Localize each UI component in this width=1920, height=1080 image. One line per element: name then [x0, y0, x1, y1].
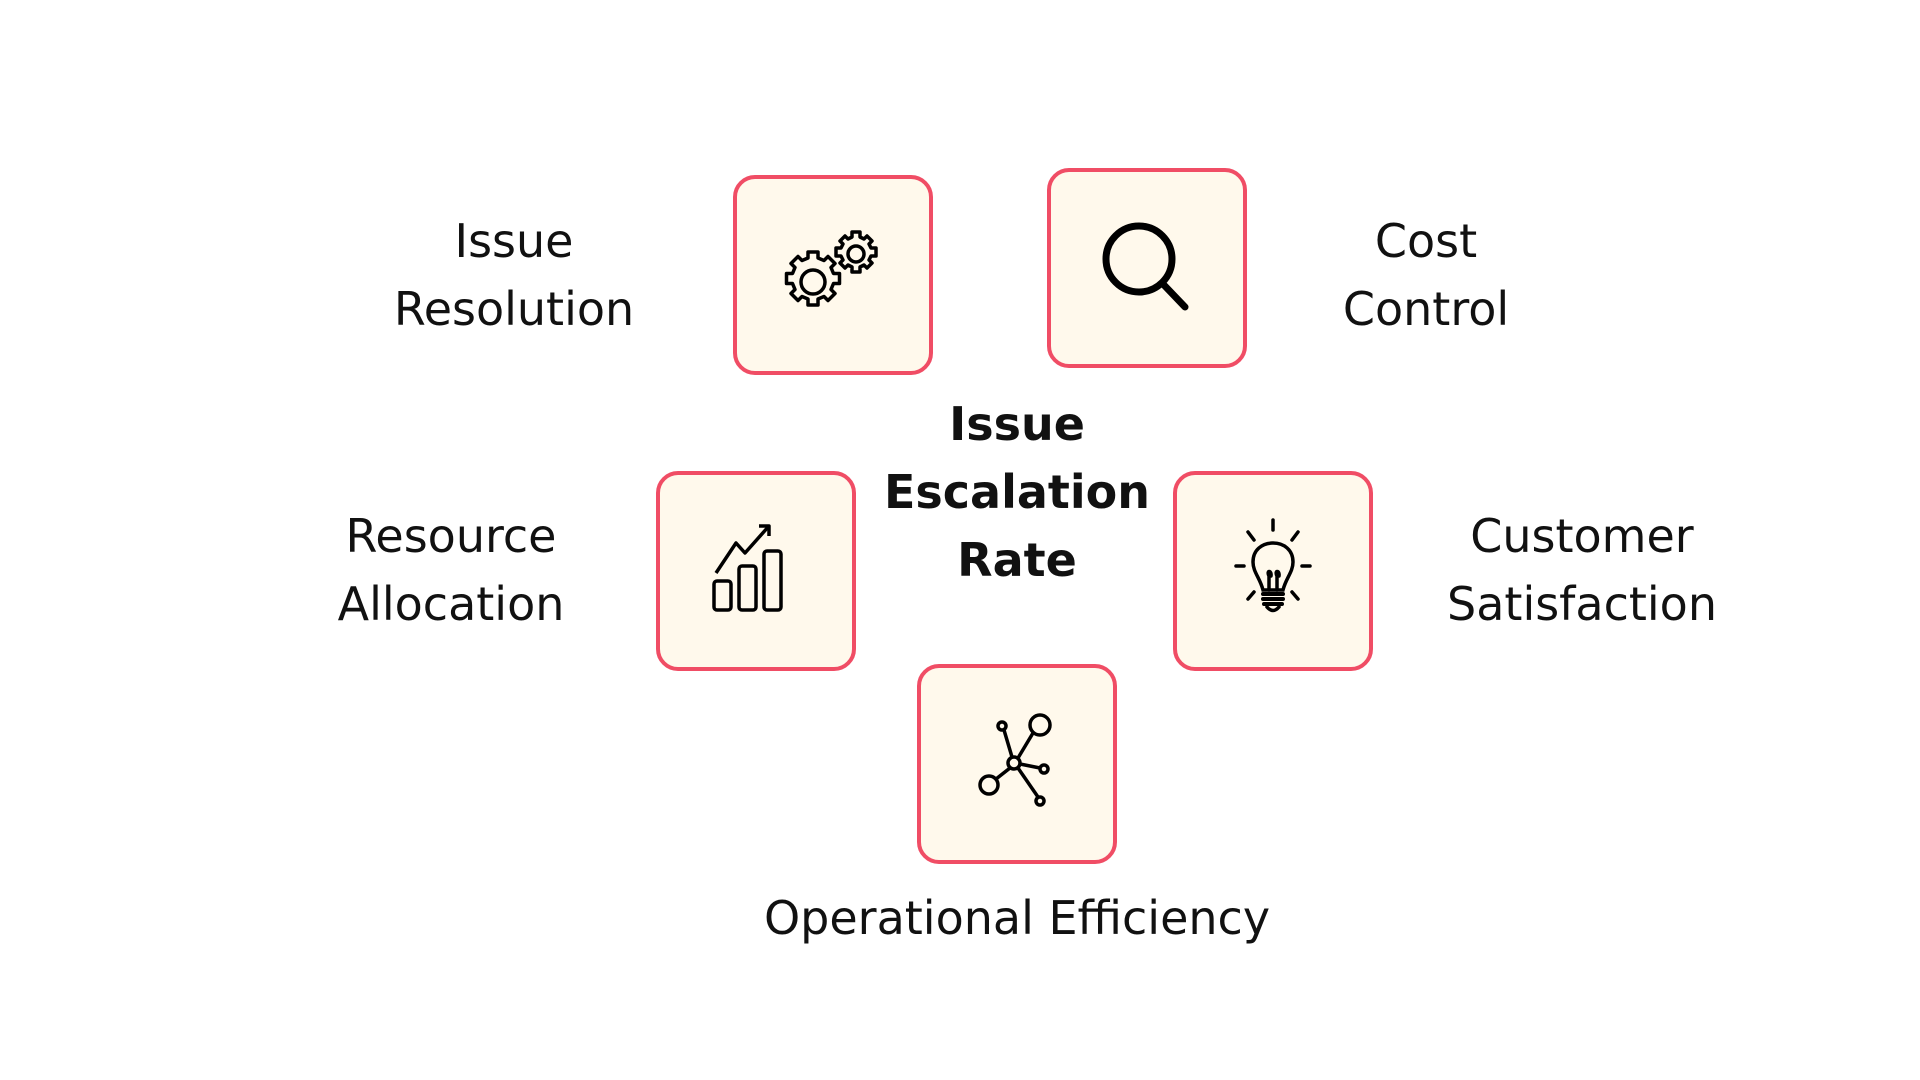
node-box-operational-efficiency	[917, 664, 1117, 864]
node-label-cost-control: Cost Control	[1343, 207, 1509, 343]
network-icon	[978, 713, 1052, 807]
growth-chart-icon	[712, 524, 783, 612]
node-label-operational-efficiency: Operational Efficiency	[764, 884, 1270, 952]
center-title-line: Issue	[949, 397, 1085, 451]
label-line: Resolution	[393, 282, 635, 336]
center-title-line: Rate	[957, 533, 1077, 587]
center-title-line: Escalation	[883, 465, 1151, 519]
label-line: Resource	[345, 509, 557, 563]
node-box-customer-satisfaction	[1173, 471, 1373, 671]
magnifier-icon	[1102, 222, 1189, 311]
gears-icon	[784, 230, 878, 307]
label-line: Control	[1342, 282, 1510, 336]
node-label-issue-resolution: Issue Resolution	[394, 207, 634, 343]
node-label-resource-allocation: Resource Allocation	[338, 502, 565, 638]
node-box-cost-control	[1047, 168, 1247, 368]
label-line: Allocation	[337, 577, 565, 631]
label-line: Cost	[1374, 214, 1478, 268]
center-title: Issue Escalation Rate	[884, 390, 1150, 594]
label-line: Operational Efficiency	[763, 891, 1271, 945]
node-box-issue-resolution	[733, 175, 933, 375]
lightbulb-icon	[1234, 518, 1312, 613]
label-line: Issue	[454, 214, 574, 268]
node-label-customer-satisfaction: Customer Satisfaction	[1447, 502, 1717, 638]
label-line: Customer	[1470, 509, 1694, 563]
label-line: Satisfaction	[1447, 577, 1717, 631]
node-box-resource-allocation	[656, 471, 856, 671]
